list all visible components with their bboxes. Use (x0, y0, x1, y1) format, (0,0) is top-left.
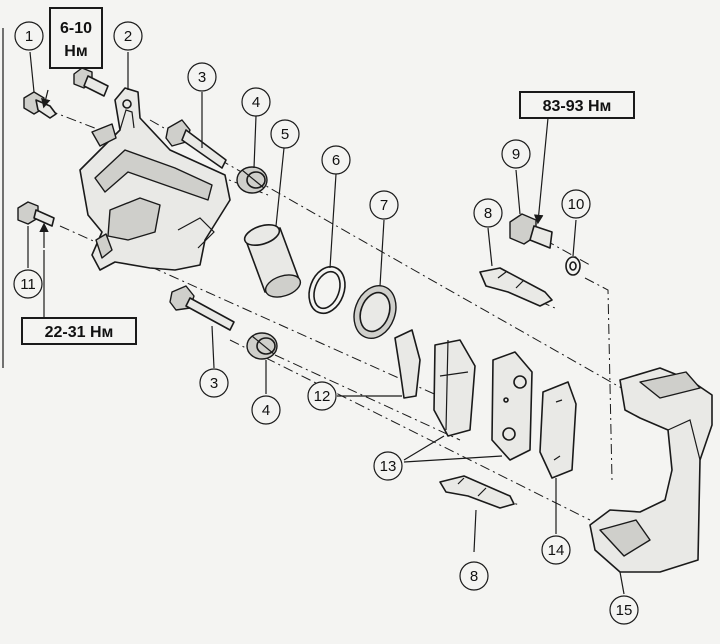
piston-seal (308, 265, 346, 315)
brake-pad-outer (491, 351, 533, 461)
callout-6: 6 (321, 145, 351, 175)
svg-text:6-10: 6-10 (60, 20, 92, 37)
svg-text:8: 8 (470, 568, 478, 585)
caliper-bolt-upper (73, 67, 109, 97)
callout-7: 7 (369, 190, 399, 220)
svg-text:13: 13 (380, 458, 397, 475)
guide-pin-lower (169, 285, 235, 331)
pin-boot-lower (246, 332, 278, 360)
caliper-bolt-lower (17, 201, 55, 227)
pin-boot-upper (236, 166, 268, 194)
pad-shim-outer (539, 381, 577, 479)
svg-text:4: 4 (262, 402, 270, 419)
torque-labels: 6-10 Нм 83-93 Нм 22-31 Нм (21, 7, 635, 345)
svg-text:4: 4 (252, 94, 260, 111)
svg-text:11: 11 (20, 276, 36, 293)
leader-lines (27, 51, 625, 595)
callout-8-upper: 8 (473, 198, 503, 228)
svg-text:5: 5 (281, 126, 289, 143)
svg-text:14: 14 (548, 542, 565, 559)
callout-2: 2 (113, 21, 143, 51)
callout-4-upper: 4 (241, 87, 271, 117)
guide-pin-upper (165, 119, 227, 169)
caliper-bracket (589, 367, 713, 573)
callouts: 1 2 3 4 5 6 7 8 9 10 11 3 4 12 13 8 14 1… (13, 21, 639, 625)
svg-text:22-31 Нм: 22-31 Нм (45, 324, 114, 341)
svg-text:10: 10 (568, 196, 585, 213)
svg-text:Нм: Нм (64, 43, 87, 60)
anti-rattle-clip-upper (479, 267, 553, 307)
callout-4-lower: 4 (251, 395, 281, 425)
callout-11: 11 (13, 269, 43, 299)
washer (565, 256, 581, 276)
svg-text:83-93 Нм: 83-93 Нм (543, 98, 612, 115)
svg-text:15: 15 (616, 602, 633, 619)
bleeder-screw (23, 91, 57, 119)
callout-10: 10 (561, 189, 591, 219)
svg-text:6: 6 (332, 152, 340, 169)
callout-12: 12 (307, 381, 337, 411)
callout-8-lower: 8 (459, 561, 489, 591)
mounting-bolt (509, 213, 553, 249)
torque-box-bleeder: 6-10 Нм (49, 7, 103, 69)
torque-box-mounting-bolt: 83-93 Нм (519, 91, 635, 119)
callout-15: 15 (609, 595, 639, 625)
callout-5: 5 (270, 119, 300, 149)
callout-14: 14 (541, 535, 571, 565)
svg-text:1: 1 (25, 28, 33, 45)
callout-13: 13 (373, 451, 403, 481)
callout-3-lower: 3 (199, 368, 229, 398)
svg-text:7: 7 (380, 197, 388, 214)
svg-text:3: 3 (210, 375, 218, 392)
callout-1: 1 (14, 21, 44, 51)
piston (243, 223, 302, 298)
callout-9: 9 (501, 139, 531, 169)
dust-boot (353, 285, 397, 339)
svg-text:12: 12 (314, 388, 331, 405)
anti-rattle-clip-lower (439, 475, 515, 509)
caliper-body (79, 87, 231, 271)
svg-text:3: 3 (198, 69, 206, 86)
brake-pad-inner (433, 339, 476, 437)
pad-shim (394, 329, 421, 399)
svg-text:2: 2 (124, 28, 132, 45)
svg-text:8: 8 (484, 205, 492, 222)
svg-text:9: 9 (512, 146, 520, 163)
torque-box-caliper-bolt: 22-31 Нм (21, 317, 137, 345)
callout-3-upper: 3 (187, 62, 217, 92)
